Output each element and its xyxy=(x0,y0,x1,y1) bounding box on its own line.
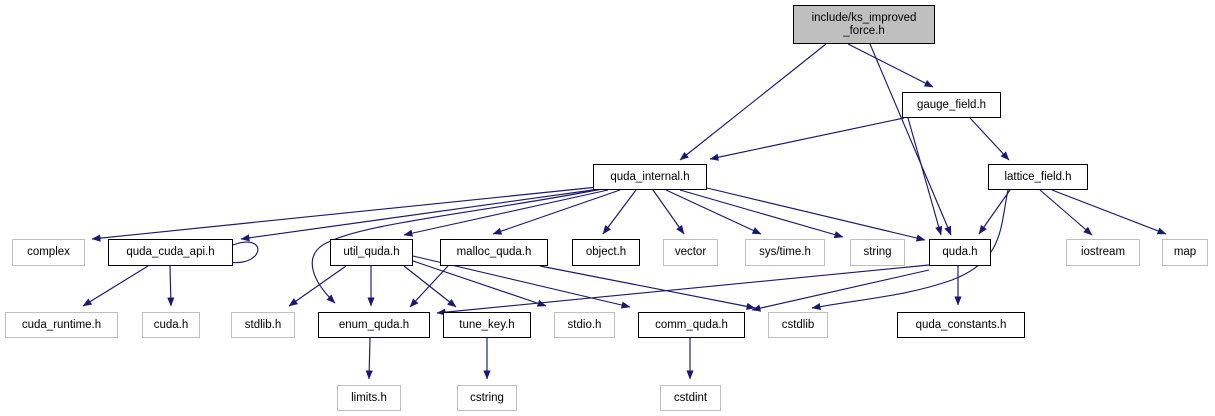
node-label-cstring: cstring xyxy=(470,391,504,404)
node-label-lattice_field: lattice_field.h xyxy=(1004,170,1072,183)
edge-lattice_field-to-cstdlib xyxy=(811,189,1009,311)
edge-quda_internal-to-quda xyxy=(706,187,926,242)
node-cuda_runtime: cuda_runtime.h xyxy=(5,312,118,338)
edge-quda_internal-to-object xyxy=(602,189,637,235)
node-label-ks: include/ks_improved _force.h xyxy=(811,11,917,37)
edge-quda_internal-to-string xyxy=(679,189,844,239)
node-label-map: map xyxy=(1173,246,1197,258)
node-quda_cuda_api[interactable]: quda_cuda_api.h xyxy=(108,239,233,266)
edge-quda_cuda_api-to-cuda_runtime xyxy=(82,265,149,307)
node-util_quda[interactable]: util_quda.h xyxy=(330,239,413,266)
edge-util_quda-to-stdlib xyxy=(288,265,347,307)
edge-malloc_quda-to-enum_quda xyxy=(409,265,449,308)
node-string: string xyxy=(850,239,905,266)
node-label-iostream: iostream xyxy=(1080,246,1126,258)
edge-enum_quda-to-limits xyxy=(365,337,373,380)
edge-lattice_field-to-iostream xyxy=(1039,189,1093,236)
node-label-sys_time: sys/time.h xyxy=(759,246,811,258)
node-quda[interactable]: quda.h xyxy=(929,239,991,266)
node-label-cuda_runtime: cuda_runtime.h xyxy=(21,318,102,331)
edge-quda_internal-to-quda_cuda_api xyxy=(240,188,601,242)
node-sys_time: sys/time.h xyxy=(745,239,825,266)
node-label-stdio: stdio.h xyxy=(567,318,602,331)
edge-quda_internal-to-enum_quda xyxy=(311,188,603,304)
node-ks: include/ks_improved _force.h xyxy=(793,5,935,44)
node-label-complex: complex xyxy=(27,246,70,258)
node-label-quda: quda.h xyxy=(942,246,978,258)
node-vector: vector xyxy=(663,239,718,266)
edge-quda_internal-to-malloc_quda xyxy=(492,189,621,235)
edge-quda_cuda_api-to-quda_cuda_api xyxy=(220,241,259,267)
node-lattice_field[interactable]: lattice_field.h xyxy=(988,164,1088,190)
node-comm_quda[interactable]: comm_quda.h xyxy=(638,312,745,338)
node-cstring: cstring xyxy=(457,385,517,411)
edge-malloc_quda-to-cstdlib xyxy=(539,265,756,310)
node-label-object: object.h xyxy=(585,246,627,258)
node-label-malloc_quda: malloc_quda.h xyxy=(456,246,532,258)
node-label-gauge_field: gauge_field.h xyxy=(916,98,987,111)
edge-quda-to-comm_quda xyxy=(751,269,930,312)
node-label-enum_quda: enum_quda.h xyxy=(338,318,410,331)
node-iostream: iostream xyxy=(1066,239,1140,266)
edge-quda_cuda_api-to-cuda xyxy=(167,265,175,307)
edge-gauge_field-to-quda_internal xyxy=(709,117,905,161)
node-object[interactable]: object.h xyxy=(572,239,640,266)
node-cuda: cuda.h xyxy=(142,312,200,338)
edge-quda_internal-to-sys_time xyxy=(665,189,762,235)
edge-ks-to-gauge_field xyxy=(847,43,934,88)
node-tune_key[interactable]: tune_key.h xyxy=(443,312,531,338)
edge-gauge_field-to-quda xyxy=(907,117,943,236)
edge-ks-to-quda_internal xyxy=(679,43,827,161)
edge-quda_internal-to-complex xyxy=(91,186,599,242)
node-label-cstdint: cstdint xyxy=(673,391,708,404)
node-label-string: string xyxy=(863,246,892,258)
node-map: map xyxy=(1162,239,1208,266)
node-label-cstdlib: cstdlib xyxy=(781,318,815,331)
node-label-quda_cuda_api: quda_cuda_api.h xyxy=(126,246,215,258)
edge-ks-to-quda xyxy=(869,43,952,236)
node-label-util_quda: util_quda.h xyxy=(343,246,400,258)
node-stdio: stdio.h xyxy=(554,312,615,338)
node-label-cuda: cuda.h xyxy=(153,318,189,331)
node-label-comm_quda: comm_quda.h xyxy=(655,318,728,331)
edge-lattice_field-to-quda xyxy=(978,189,1011,235)
node-label-tune_key: tune_key.h xyxy=(459,318,515,331)
edge-lattice_field-to-map xyxy=(1051,189,1167,235)
node-cstdlib: cstdlib xyxy=(768,312,828,338)
edge-util_quda-to-stdio xyxy=(412,260,547,307)
node-quda_internal[interactable]: quda_internal.h xyxy=(593,164,707,190)
node-limits: limits.h xyxy=(337,385,401,411)
edge-gauge_field-to-lattice_field xyxy=(969,117,1010,161)
node-complex: complex xyxy=(12,239,85,266)
node-cstdint: cstdint xyxy=(660,385,721,411)
node-enum_quda[interactable]: enum_quda.h xyxy=(318,312,430,338)
edge-quda_internal-to-util_quda xyxy=(403,189,609,237)
edge-quda-to-enum_quda xyxy=(436,264,930,316)
node-label-vector: vector xyxy=(674,246,707,258)
node-gauge_field[interactable]: gauge_field.h xyxy=(902,92,1001,118)
node-label-limits: limits.h xyxy=(351,391,387,404)
node-malloc_quda[interactable]: malloc_quda.h xyxy=(440,239,548,266)
node-quda_constants[interactable]: quda_constants.h xyxy=(897,312,1025,338)
edge-util_quda-to-tune_key xyxy=(403,265,457,308)
edge-quda_internal-to-vector xyxy=(652,189,685,235)
node-label-quda_constants: quda_constants.h xyxy=(915,318,1007,331)
node-stdlib: stdlib.h xyxy=(231,312,295,338)
node-label-quda_internal: quda_internal.h xyxy=(610,170,690,183)
node-label-stdlib: stdlib.h xyxy=(244,318,282,331)
